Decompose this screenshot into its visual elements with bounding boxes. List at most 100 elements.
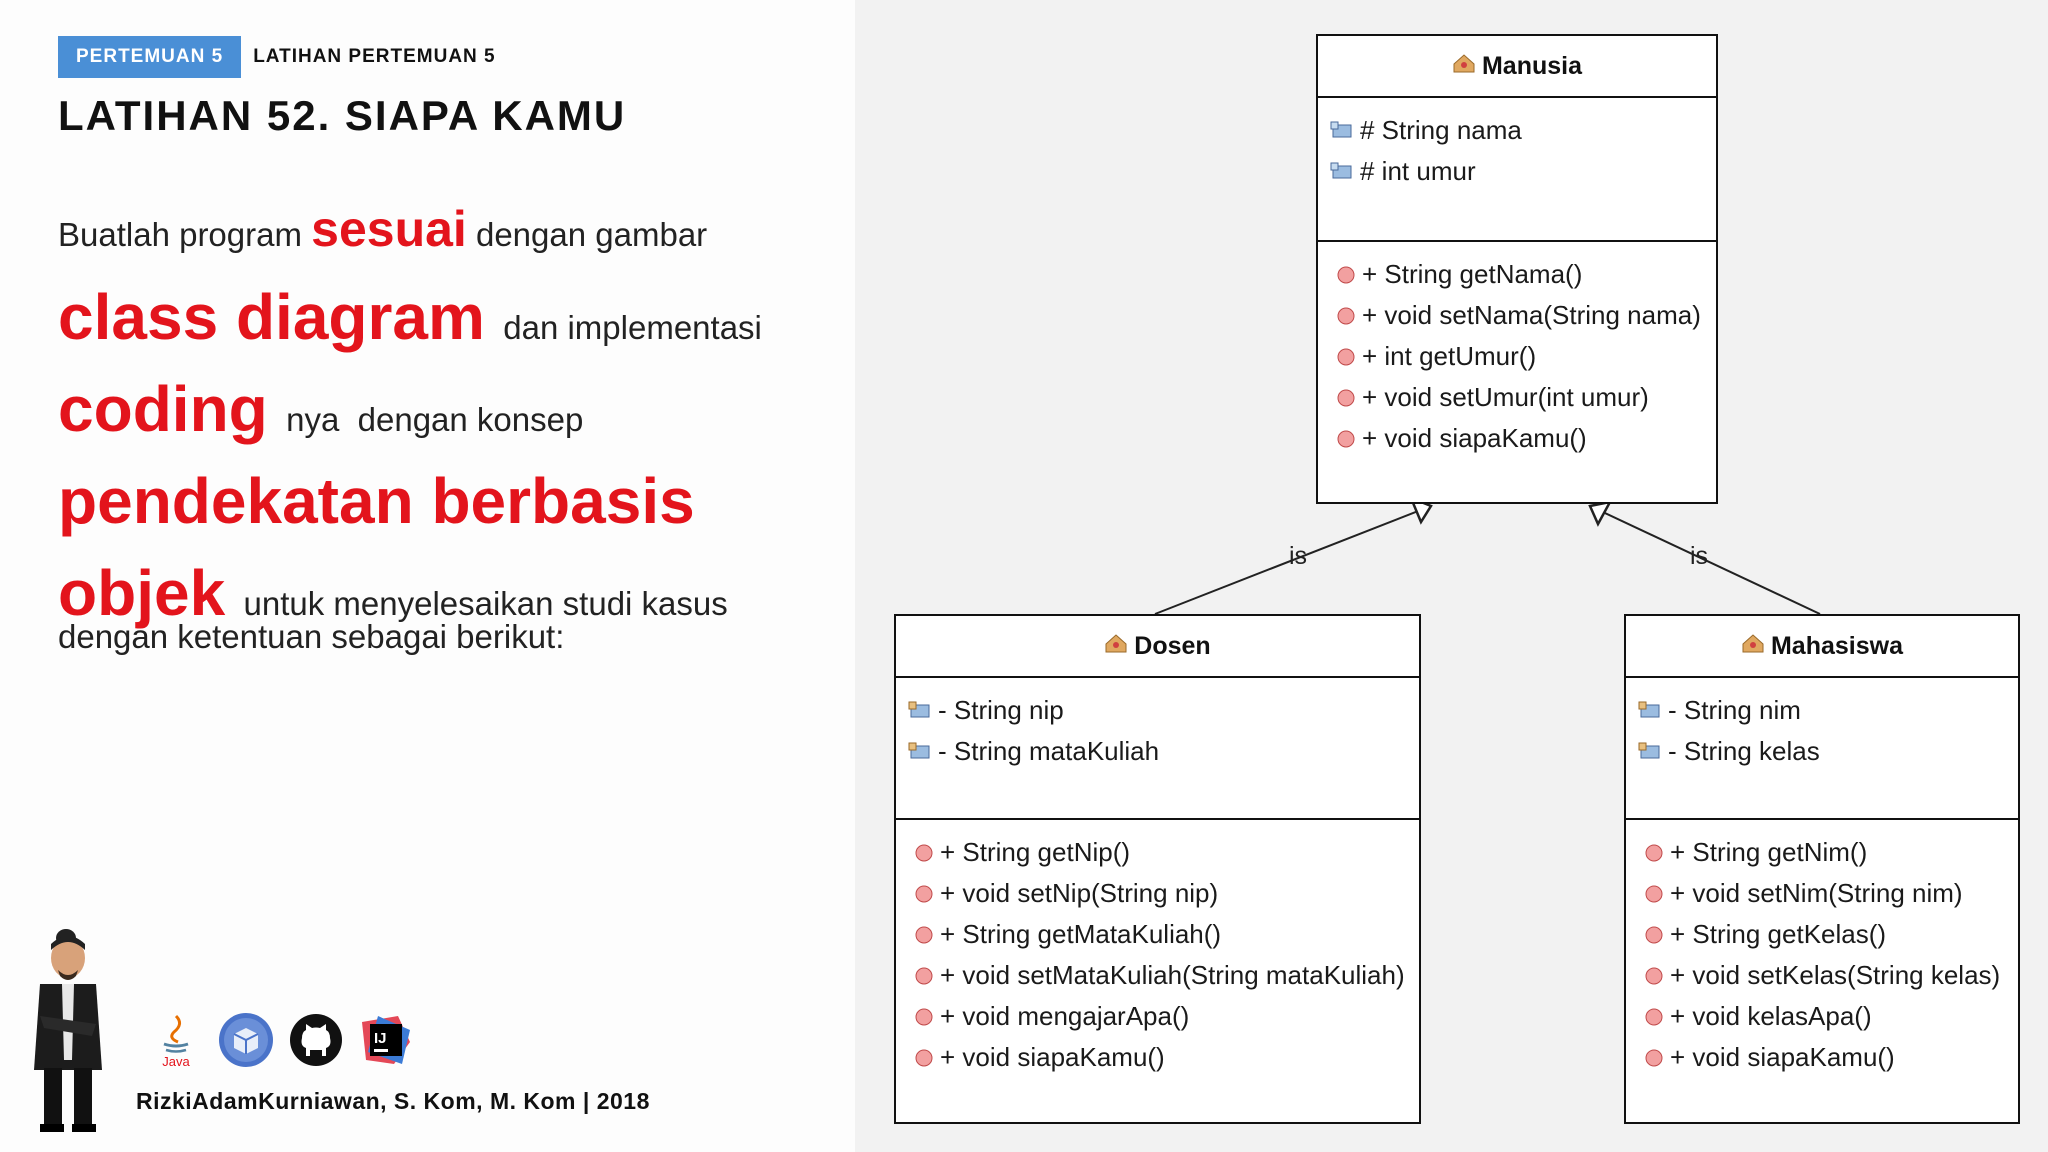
field-icon — [908, 740, 932, 764]
class-name: Mahasiswa — [1626, 616, 2018, 678]
method-row: + void siapaKamu() — [1644, 1037, 2018, 1078]
method-icon — [1336, 265, 1356, 285]
method-icon — [1644, 1048, 1664, 1068]
intellij-icon: IJ — [358, 1012, 414, 1068]
attributes-section: # String nama # int umur — [1318, 98, 1716, 242]
method-icon — [1336, 347, 1356, 367]
emphasis-text: coding — [58, 373, 268, 445]
instruction-text-part: dengan ketentuan sebagai berikut: — [58, 618, 565, 655]
methods-section: + String getNip() + void setNip(String n… — [896, 820, 1419, 1078]
method-text: + void setUmur(int umur) — [1362, 382, 1649, 412]
attribute-text: # int umur — [1360, 156, 1476, 186]
method-icon — [1644, 1007, 1664, 1027]
class-dosen: Dosen - String nip - String mataKuliah +… — [894, 614, 1421, 1124]
method-icon — [914, 843, 934, 863]
attribute-row: # String nama — [1330, 110, 1716, 151]
method-row: + String getNim() — [1644, 832, 2018, 873]
method-text: + void mengajarApa() — [940, 1001, 1190, 1031]
field-icon — [1330, 119, 1354, 143]
instruction-text-part: Buatlah program — [58, 216, 312, 253]
instruction-text-part: nya dengan konsep — [267, 401, 584, 438]
class-icon — [1104, 632, 1128, 661]
method-text: + void siapaKamu() — [940, 1042, 1165, 1072]
method-text: + void kelasApa() — [1670, 1001, 1872, 1031]
author-footer: RizkiAdamKurniawan, S. Kom, M. Kom | 201… — [136, 1088, 650, 1114]
method-text: + void setNip(String nip) — [940, 878, 1219, 908]
method-icon — [1644, 884, 1664, 904]
method-icon — [914, 1048, 934, 1068]
github-icon — [288, 1012, 344, 1068]
edge-label: is — [1690, 542, 1709, 570]
method-row: + void kelasApa() — [1644, 996, 2018, 1037]
emphasis-text: pendekatan berbasis — [58, 465, 695, 537]
method-icon — [1336, 429, 1356, 449]
slide-left-panel: PERTEMUAN 5 LATIHAN PERTEMUAN 5 LATIHAN … — [0, 0, 855, 1152]
attribute-text: - String kelas — [1668, 736, 1820, 766]
field-icon — [1638, 740, 1662, 764]
method-icon — [1336, 306, 1356, 326]
method-text: + void siapaKamu() — [1362, 423, 1587, 453]
class-name-label: Dosen — [1134, 631, 1211, 660]
method-text: + String getNip() — [940, 837, 1131, 867]
method-row: + void mengajarApa() — [914, 996, 1419, 1037]
attribute-text: - String mataKuliah — [938, 736, 1160, 766]
method-row: + void setNim(String nim) — [1644, 873, 2018, 914]
instruction-text: Buatlah program sesuai dengan gambar cla… — [58, 200, 838, 668]
method-row: + void setMataKuliah(String mataKuliah) — [914, 955, 1419, 996]
class-name-label: Manusia — [1481, 51, 1583, 80]
method-icon — [914, 966, 934, 986]
method-row: + void setUmur(int umur) — [1336, 377, 1716, 418]
java-icon: Java — [148, 1012, 204, 1068]
intellij-label: IJ — [374, 1030, 387, 1047]
edge-dosen-manusia — [1154, 505, 1432, 615]
meeting-badge: PERTEMUAN 5 — [58, 36, 242, 78]
attribute-row: - String nim — [1638, 690, 2018, 731]
attribute-row: # int umur — [1330, 151, 1716, 192]
class-name-label: Mahasiswa — [1770, 631, 1903, 660]
method-text: + void setNim(String nim) — [1670, 878, 1963, 908]
java-label: Java — [162, 1054, 190, 1068]
attributes-section: - String nim - String kelas — [1626, 678, 2018, 820]
method-text: + String getKelas() — [1670, 919, 1887, 949]
class-icon — [1741, 632, 1765, 661]
class-mahasiswa: Mahasiswa - String nim - String kelas + … — [1624, 614, 2020, 1124]
instruction-text-part: untuk menyelesaikan studi kasus — [225, 585, 728, 622]
class-diagram-panel: is is Manusia # String nama # int umur +… — [855, 0, 2048, 1152]
emphasis-text: objek — [58, 557, 226, 629]
method-row: + void setNama(String nama) — [1336, 295, 1716, 336]
field-icon — [1638, 699, 1662, 723]
method-text: + void siapaKamu() — [1670, 1042, 1895, 1072]
method-row: + String getNip() — [914, 832, 1419, 873]
method-icon — [1644, 925, 1664, 945]
box-icon — [218, 1012, 274, 1068]
slide-subtitle: LATIHAN PERTEMUAN 5 — [253, 46, 496, 67]
method-icon — [1336, 388, 1356, 408]
method-text: + String getNama() — [1362, 259, 1583, 289]
instruction-text-part: dan implementasi — [484, 309, 762, 346]
emphasis-text: sesuai — [311, 201, 467, 257]
attribute-row: - String kelas — [1638, 731, 2018, 772]
method-row: + void siapaKamu() — [914, 1037, 1419, 1078]
method-text: + void setMataKuliah(String mataKuliah) — [940, 960, 1405, 990]
class-icon — [1452, 52, 1476, 81]
edge-mahasiswa-manusia — [1589, 505, 1821, 615]
attribute-row: - String nip — [908, 690, 1419, 731]
presenter-avatar — [34, 929, 102, 1132]
method-row: + void siapaKamu() — [1336, 418, 1716, 459]
method-text: + int getUmur() — [1362, 341, 1537, 371]
method-row: + void setNip(String nip) — [914, 873, 1419, 914]
method-text: + String getNim() — [1670, 837, 1868, 867]
method-text: + void setKelas(String kelas) — [1670, 960, 2001, 990]
edge-label: is — [1289, 542, 1308, 570]
method-row: + String getKelas() — [1644, 914, 2018, 955]
method-icon — [914, 925, 934, 945]
slide-header: PERTEMUAN 5 LATIHAN PERTEMUAN 5 — [58, 36, 496, 78]
tool-icons: Java IJ — [148, 1012, 414, 1068]
field-icon — [1330, 160, 1354, 184]
method-row: + String getNama() — [1336, 254, 1716, 295]
instruction-text-part: dengan gambar — [466, 216, 708, 253]
inheritance-arrowhead — [1588, 500, 1613, 527]
methods-section: + String getNama() + void setNama(String… — [1318, 242, 1716, 459]
method-row: + int getUmur() — [1336, 336, 1716, 377]
inheritance-edges — [1154, 495, 1821, 615]
